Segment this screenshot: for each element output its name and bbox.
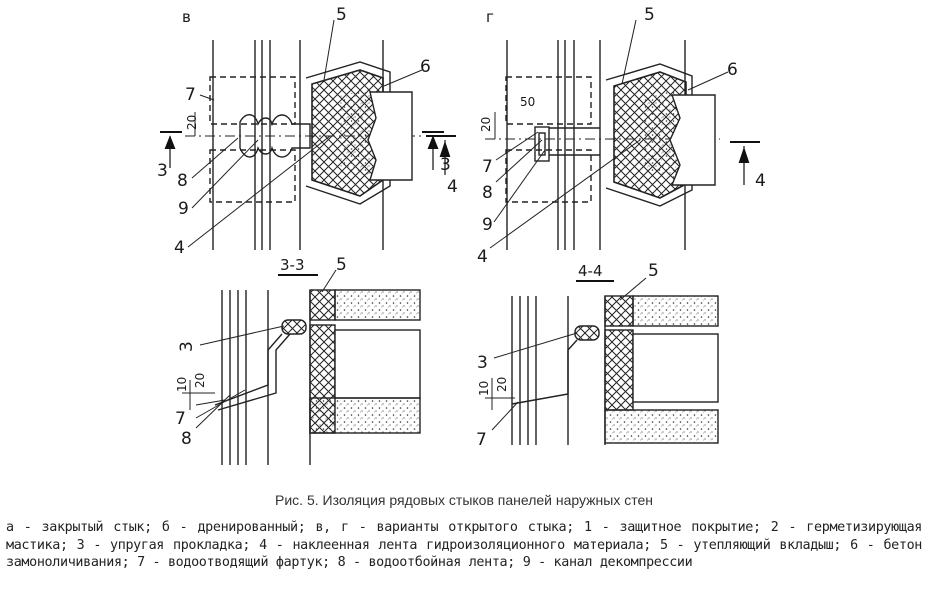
figure-caption: Рис. 5. Изоляция рядовых стыков панелей … [275,492,653,508]
callout-5-v: 5 [336,5,347,25]
dim-20-g: 20 [479,117,493,132]
leaders-4-4 [491,277,647,431]
section-3-3 [182,289,421,465]
callout-3-v: 3 [157,161,168,181]
callout-4-g: 4 [477,247,488,267]
callout-7-g: 7 [482,157,493,177]
section-marker-3-left [160,131,444,170]
callout-4-g-right: 4 [755,171,766,191]
dim-10-s44: 10 [477,381,491,396]
dim-20-s33: 20 [193,373,207,388]
section-4-4 [485,295,719,445]
callout-4-g-left: 4 [447,177,458,197]
section-title-3-3: 3-3 [280,256,305,274]
dim-50-g: 50 [520,95,535,109]
section-marker-4 [426,135,760,185]
callout-8-v: 8 [177,171,188,191]
section-title-4-4: 4-4 [578,262,603,280]
leaders-v [187,19,423,248]
figure-legend: а - закрытый стык; б - дренированный; в,… [6,520,922,570]
dim-20-s44: 20 [495,377,509,392]
callout-3-s33: 3 [177,341,197,352]
panel-g-plan [485,40,720,250]
callout-4-v: 4 [174,238,185,258]
callout-5-g: 5 [644,5,655,25]
callout-5-s44: 5 [648,261,659,281]
callout-6-g: 6 [727,60,738,80]
callout-9-g: 9 [482,215,493,235]
callout-6-v: 6 [420,57,431,77]
leaders-3-3 [195,269,337,429]
panel-label-v: в [182,8,191,26]
panel-label-g: г [486,8,494,26]
callout-3-s44: 3 [477,353,488,373]
callout-5-s33: 5 [336,255,347,275]
callout-8-s33: 8 [181,429,192,449]
callout-9-v: 9 [178,199,189,219]
callout-7-v: 7 [185,85,196,105]
dim-20-v: 20 [185,115,199,130]
leaders-g [489,19,729,249]
callout-3-v-right: 3 [440,155,451,175]
callout-7-s44: 7 [476,430,487,450]
panel-v-plan [185,40,425,250]
technical-drawing: в г 5 6 7 20 3 8 9 4 3 5 6 50 20 7 4 8 9… [157,5,766,465]
callout-7-s33: 7 [175,409,186,429]
dim-10-s33: 10 [175,377,189,392]
callout-8-g: 8 [482,183,493,203]
